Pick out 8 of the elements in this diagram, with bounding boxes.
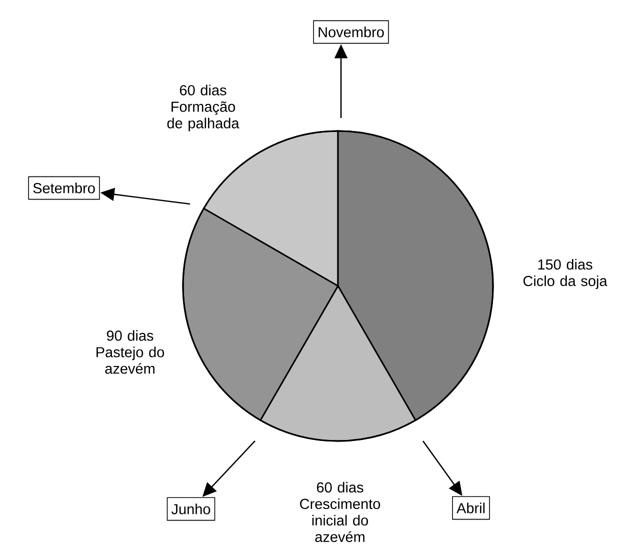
sector-label: 60 dias Crescimento inicial do azevém — [300, 482, 380, 542]
sector-label: 60 dias Formação de palhada — [167, 84, 240, 132]
month-box: Junho — [166, 497, 216, 521]
sector-label: 90 dias Pastejo do azevém — [96, 330, 164, 374]
month-box: Abril — [452, 496, 490, 520]
month-box: Setembro — [28, 176, 100, 200]
sector-label: 150 dias Ciclo da soja — [523, 258, 608, 289]
month-box: Novembro — [313, 20, 389, 44]
